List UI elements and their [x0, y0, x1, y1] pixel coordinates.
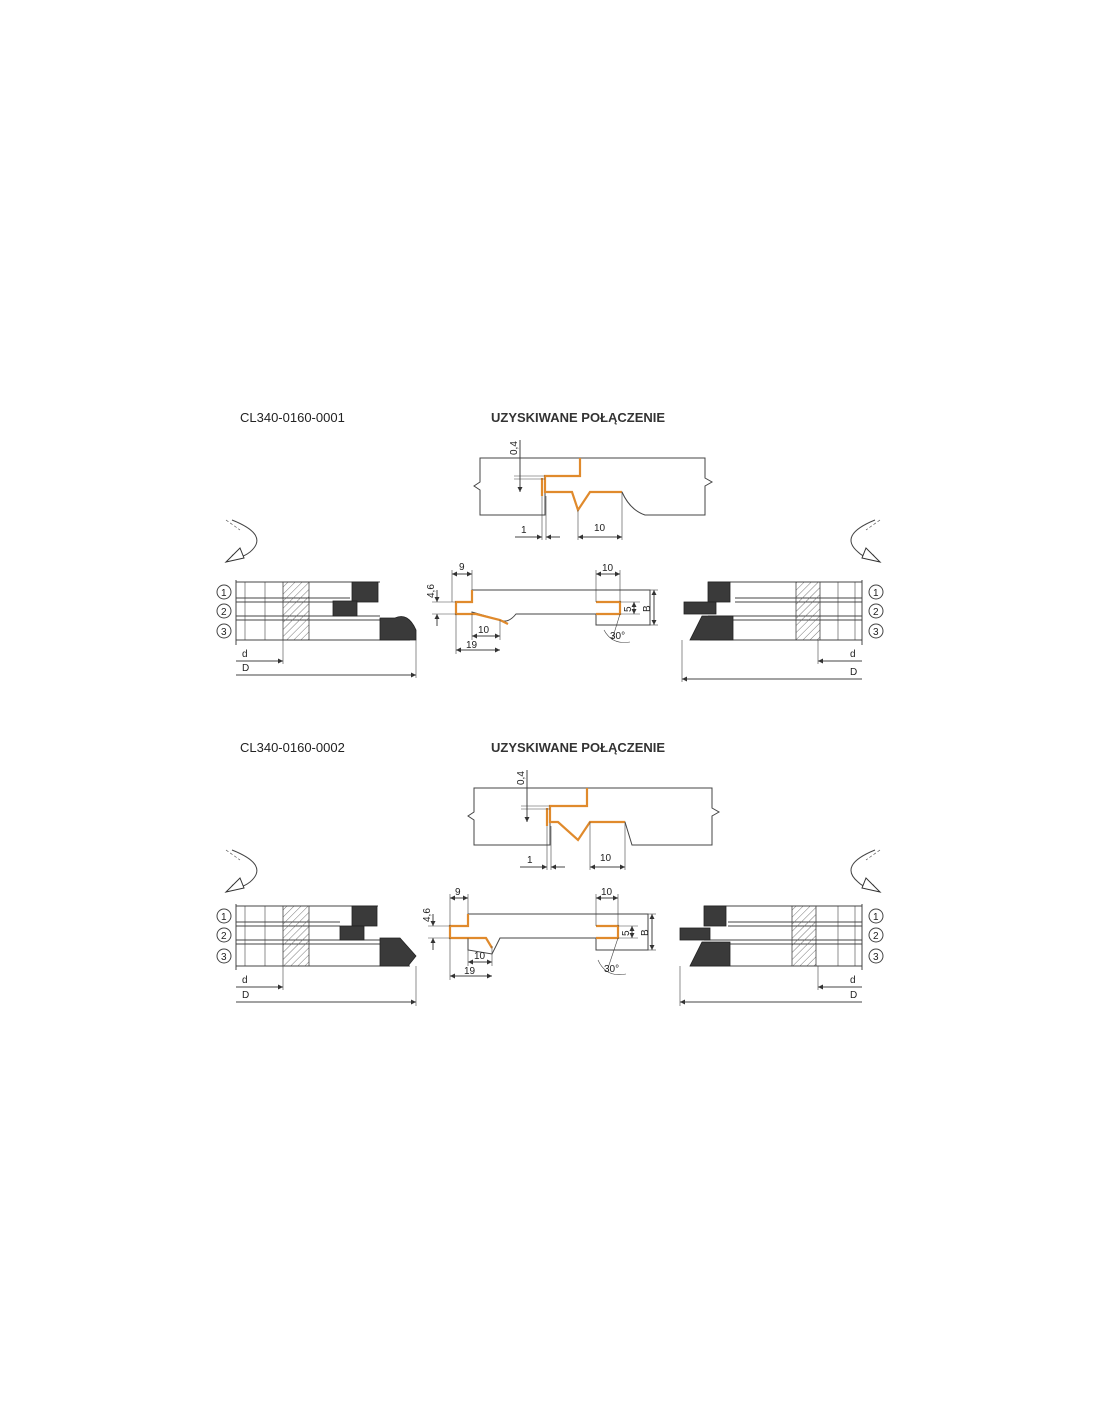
right-tool-2: 1 2 3 d D — [679, 904, 884, 1006]
right-tool-1: 1 2 3 d D — [681, 580, 884, 682]
left-label-2-2: 2 — [221, 931, 227, 942]
profile-dim-depth-1: 5 — [623, 606, 634, 612]
right-label-2-1: 2 — [873, 607, 879, 618]
profile-dim-top-left-2: 9 — [455, 887, 461, 898]
right-label-3-2: 3 — [873, 952, 879, 963]
profile-dim-depth-2: 5 — [621, 930, 632, 936]
profile-angle-2: 30° — [604, 964, 619, 975]
left-label-2-1: 2 — [221, 607, 227, 618]
rotation-arrow-left-2 — [224, 849, 258, 893]
profile-dim-top-right-1: 10 — [602, 563, 614, 574]
right-label-3-1: 3 — [873, 627, 879, 638]
profile-dim-top-left-1: 9 — [459, 562, 465, 573]
profile-dim-total-1: 19 — [466, 640, 478, 651]
joint-dim-gap-1: 0,4 — [509, 441, 520, 455]
rotation-arrow-right-2 — [850, 849, 882, 893]
profile-dim-height-2: 4,6 — [422, 908, 433, 922]
right-D-1: D — [850, 667, 857, 678]
profile-drawing-1: 9 4,6 10 19 10 — [426, 562, 658, 654]
left-label-3-1: 3 — [221, 627, 227, 638]
set-1: 0,4 1 10 — [216, 440, 884, 682]
profile-drawing-2: 9 4,6 10 19 10 5 B — [422, 887, 656, 980]
product-code-2: CL340-0160-0002 — [240, 740, 345, 755]
profile-dim-b-1: B — [642, 605, 653, 612]
set-2: 0,4 1 10 — [216, 770, 884, 1006]
rotation-arrow-right-1 — [850, 519, 882, 563]
right-D-2: D — [850, 990, 857, 1001]
profile-dim-height-1: 4,6 — [426, 584, 437, 598]
left-d-1: d — [242, 649, 248, 660]
joint-dim-offset-1: 1 — [521, 525, 527, 536]
joint-dim-gap-2: 0,4 — [516, 771, 527, 785]
product-code-1: CL340-0160-0001 — [240, 410, 345, 425]
left-label-1-1: 1 — [221, 588, 227, 599]
joint-dim-width-1: 10 — [594, 523, 606, 534]
joint-drawing-2: 0,4 1 10 — [467, 770, 721, 870]
profile-dim-inner-1: 10 — [478, 625, 490, 636]
left-d-2: d — [242, 975, 248, 986]
left-tool-1: 1 2 3 d D — [216, 580, 417, 678]
joint-title-2: UZYSKIWANE POŁĄCZENIE — [491, 740, 666, 755]
left-D-2: D — [242, 990, 249, 1001]
left-D-1: D — [242, 663, 249, 674]
joint-dim-width-2: 10 — [600, 853, 612, 864]
right-label-1-2: 1 — [873, 912, 879, 923]
left-tool-2: 1 2 3 d D — [216, 904, 417, 1006]
joint-dim-offset-2: 1 — [527, 855, 533, 866]
right-d-1: d — [850, 649, 856, 660]
joint-title-1: UZYSKIWANE POŁĄCZENIE — [491, 410, 666, 425]
right-label-2-2: 2 — [873, 931, 879, 942]
right-label-1-1: 1 — [873, 588, 879, 599]
left-label-3-2: 3 — [221, 952, 227, 963]
profile-dim-inner-2: 10 — [474, 951, 486, 962]
joint-drawing-1: 0,4 1 10 — [473, 440, 714, 540]
right-d-2: d — [850, 975, 856, 986]
profile-dim-total-2: 19 — [464, 966, 476, 977]
profile-dim-b-2: B — [640, 929, 651, 936]
profile-dim-top-right-2: 10 — [601, 887, 613, 898]
profile-angle-1: 30° — [610, 631, 625, 642]
rotation-arrow-left-1 — [224, 519, 258, 563]
left-label-1-2: 1 — [221, 912, 227, 923]
